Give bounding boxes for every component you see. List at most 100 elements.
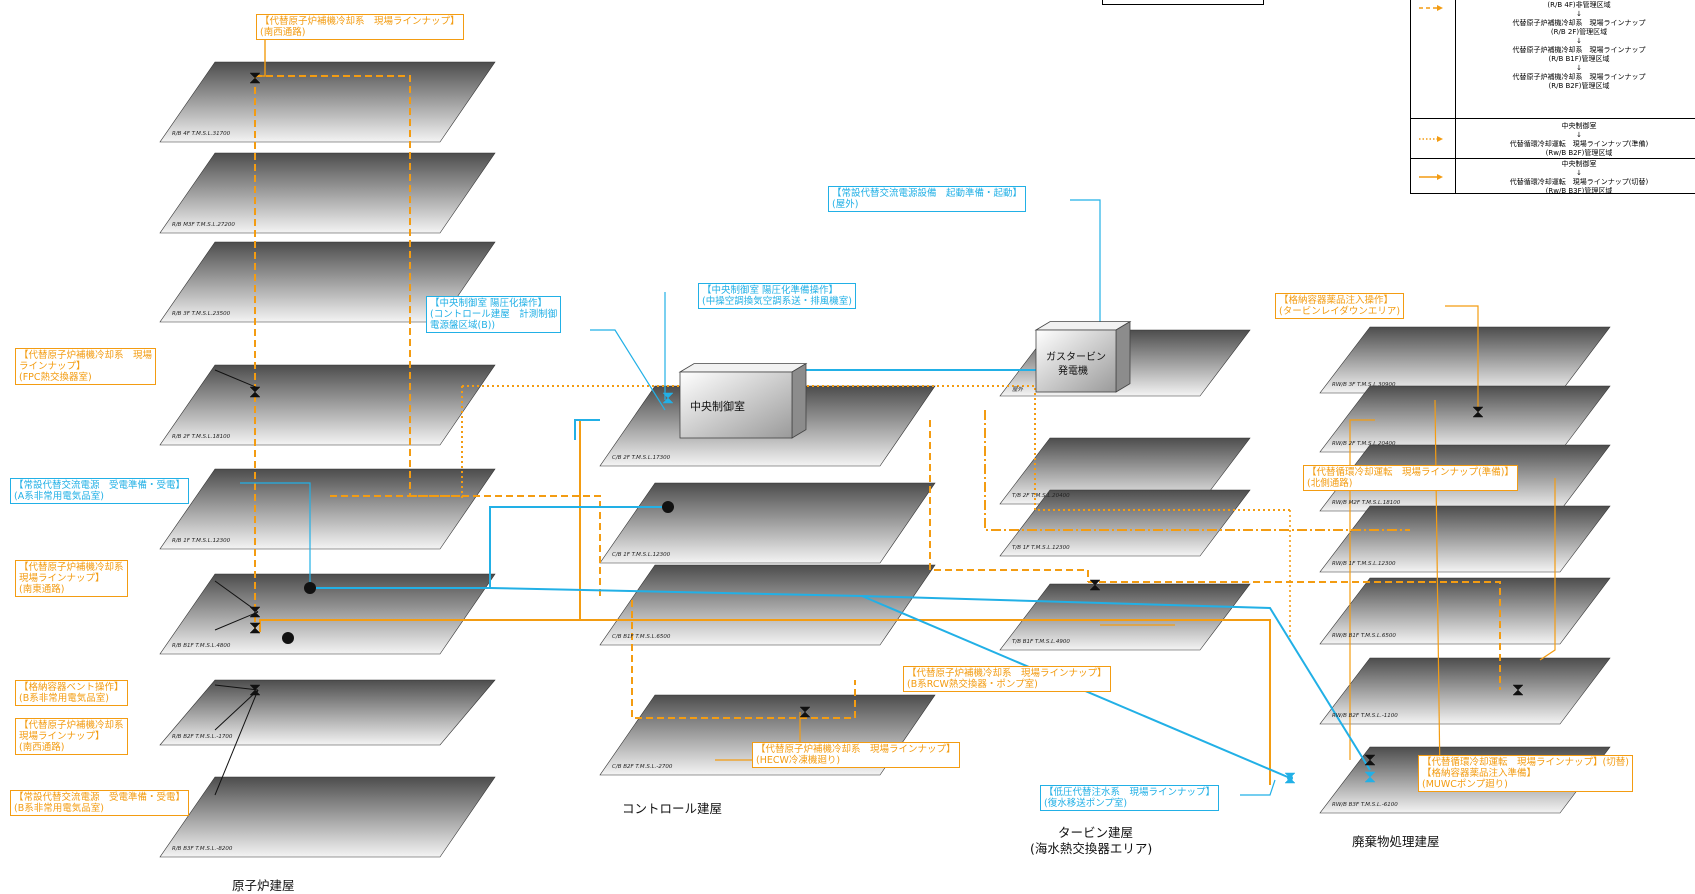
legend-line: ↓ — [1576, 169, 1582, 177]
orange-dashed-tb — [929, 420, 1089, 582]
legend-text: (R/B 4F)非管理区域↓代替原子炉補機冷却系 現場ラインナップ(R/B 2F… — [1457, 1, 1695, 91]
annotation-line: 現場ラインナップ】 — [19, 573, 105, 584]
orange-dashdot-route — [984, 410, 1410, 531]
annotation-l06: 【代替原子炉補機冷却系現場ラインナップ】(南西通路) — [15, 718, 128, 755]
gasturbine-box-top — [1034, 321, 1132, 331]
valve-icon — [1512, 684, 1524, 696]
valve-icon — [1364, 771, 1376, 783]
valve-icon — [249, 72, 261, 84]
legend-line: 代替循環冷却運転 現場ラインナップ(切替) — [1509, 178, 1649, 186]
floor-label: RW/B B2F T.M.S.L.-1100 — [1332, 713, 1398, 719]
orange-leader — [1434, 399, 1441, 781]
orange-solid-rb — [259, 619, 580, 632]
operation-point-icon — [282, 632, 294, 644]
orange-dashed-tb-rwb — [1088, 581, 1501, 690]
annotation-line: 【代替原子炉補機冷却系 — [19, 720, 124, 731]
annotation-l07: 【常設代替交流電源 受電準備・受電】(B系非常用電気品室) — [10, 790, 190, 816]
floor-label: RW/B 2F T.M.S.L.20400 — [1332, 441, 1396, 447]
floor-label: T/B B1F T.M.S.L.4900 — [1012, 639, 1070, 645]
floor-plate — [1319, 657, 1611, 725]
black-leader — [214, 684, 259, 691]
legend-line: (R/B B2F)管理区域 — [1548, 82, 1610, 90]
building-name-turbine: タービン建屋 — [1058, 825, 1134, 840]
mcr-box-top — [678, 363, 808, 373]
floor-plate — [159, 152, 496, 234]
building-name-turbine-sub: (海水熱交換器エリア) — [1030, 841, 1153, 856]
floor-label: RW/B M2F T.M.S.L.18100 — [1332, 500, 1401, 506]
annotation-line: (MUWCポンプ廻り) — [1422, 779, 1508, 790]
building-name-control: コントロール建屋 — [622, 801, 723, 816]
annotation-l10: 【常設代替交流電源設備 起動準備・起動】(屋外) — [828, 186, 1027, 212]
annotation-l04: 【代替原子炉補機冷却系現場ラインナップ】(南東通路) — [15, 560, 128, 597]
blue-leader — [590, 329, 666, 411]
legend-line: (Rw/B B2F)管理区域 — [1545, 149, 1613, 157]
annotation-line: 【低圧代替注水系 現場ラインナップ】 — [1044, 787, 1216, 798]
annotation-line: 現場ラインナップ】 — [19, 731, 105, 742]
legend-symbol — [1411, 119, 1456, 159]
black-leader — [214, 689, 259, 731]
annotation-line: (タービンレイダウンエリア) — [1279, 306, 1401, 317]
operation-point-icon — [662, 501, 674, 513]
legend-text: 中央制御室↓代替循環冷却運転 現場ラインナップ(準備)(Rw/B B2F)管理区… — [1457, 122, 1695, 158]
legend-line: (R/B 2F)管理区域 — [1550, 28, 1608, 36]
annotation-l09: 【中央制御室 陽圧化準備操作】(中操空調換気空調系送・排風機室) — [698, 283, 856, 309]
floor-label: R/B 1F T.M.S.L.12300 — [172, 538, 231, 544]
blue-leader — [1240, 779, 1276, 796]
legend-table: (R/B 4F)非管理区域↓代替原子炉補機冷却系 現場ラインナップ(R/B 2F… — [1410, 0, 1695, 196]
gasturbine-box-front — [1035, 329, 1117, 393]
legend-row-orange-dotted: 中央制御室↓代替循環冷却運転 現場ラインナップ(準備)(Rw/B B2F)管理区… — [1411, 118, 1695, 159]
orange-leader — [1349, 419, 1375, 760]
annotation-line: (HECW冷凍機廻り) — [756, 755, 841, 766]
annotation-l05: 【格納容器ベント操作】(B系非常用電気品室) — [15, 680, 128, 706]
box-label-mcr: 中央制御室 — [690, 400, 745, 413]
mcr-box-front — [679, 371, 793, 439]
floor-label: RW/B 1F T.M.S.L.12300 — [1332, 561, 1396, 567]
floor-plates — [159, 61, 1611, 858]
gasturbine-box-side — [1115, 320, 1131, 393]
valve-icon — [249, 622, 261, 634]
annotation-line: 【代替循環冷却運転 現場ラインナップ(準備)】 — [1307, 467, 1514, 478]
mcr-box-side — [791, 362, 807, 439]
floor-label: RW/B B3F T.M.S.L.-6100 — [1332, 802, 1398, 808]
legend-text: 中央制御室↓代替循環冷却運転 現場ラインナップ(切替)(Rw/B B3F)管理区… — [1457, 160, 1695, 196]
valve-icon — [1364, 754, 1376, 766]
annotation-line: 【代替原子炉補機冷却系 — [19, 562, 124, 573]
legend-line: 代替循環冷却運転 現場ラインナップ(準備) — [1509, 140, 1649, 148]
orange-leader — [1445, 305, 1479, 412]
blue-mcr — [574, 419, 600, 440]
box-label-gt2: 発電機 — [1058, 366, 1088, 377]
annotation-line: 【常設代替交流電源設備 起動準備・起動】 — [832, 188, 1023, 199]
floor-plate — [999, 583, 1251, 651]
annotation-l12: 【代替循環冷却運転 現場ラインナップ(準備)】(北側通路) — [1303, 465, 1518, 491]
blue-cb-to-rb — [310, 506, 668, 589]
box-label-gt1: ガスタービン — [1046, 352, 1106, 363]
valve-icon — [799, 706, 811, 718]
floor-label: C/B B2F T.M.S.L.-2700 — [612, 764, 673, 770]
annotation-line: (中操空調換気空調系送・排風機室) — [702, 296, 852, 307]
floor-plate — [159, 364, 496, 446]
orange-dashed-cb-b2f — [631, 600, 856, 719]
floor-plate — [159, 468, 496, 550]
legend-line: 中央制御室 — [1561, 122, 1597, 130]
valve-icon — [249, 684, 261, 696]
building-name-reactor: 原子炉建屋 — [232, 878, 295, 893]
floor-label: RW/B 3F T.M.S.L.30900 — [1332, 382, 1396, 388]
floor-plate — [599, 482, 936, 564]
annotation-line: 【代替原子炉補機冷却系 現場 — [19, 350, 153, 361]
route-end-icon — [1287, 775, 1293, 781]
annotation-line: 【常設代替交流電源 受電準備・受電】 — [14, 480, 186, 491]
floor-label: R/B 4F T.M.S.L.31700 — [172, 131, 231, 137]
annotation-line: (南東通路) — [19, 584, 65, 595]
annotation-line: (FPC熱交換器室) — [19, 372, 92, 383]
annotation-line: (南西通路) — [19, 742, 65, 753]
floor-label: RW/B B1F T.M.S.L.6500 — [1332, 633, 1396, 639]
floor-label: R/B B1F T.M.S.L.4800 — [172, 643, 231, 649]
legend-line: ↓ — [1576, 64, 1582, 72]
floor-plate — [999, 489, 1251, 557]
annotation-line: (B系RCW熱交換器・ポンプ室) — [907, 679, 1038, 690]
floor-plate — [159, 776, 496, 858]
legend-line: ↓ — [1576, 10, 1582, 18]
annotation-l01: 【代替原子炉補機冷却系 現場ラインナップ】(南西通路) — [256, 14, 464, 40]
legend-line: (R/B B1F)管理区域 — [1548, 55, 1610, 63]
orange-solid-route — [579, 420, 1271, 785]
